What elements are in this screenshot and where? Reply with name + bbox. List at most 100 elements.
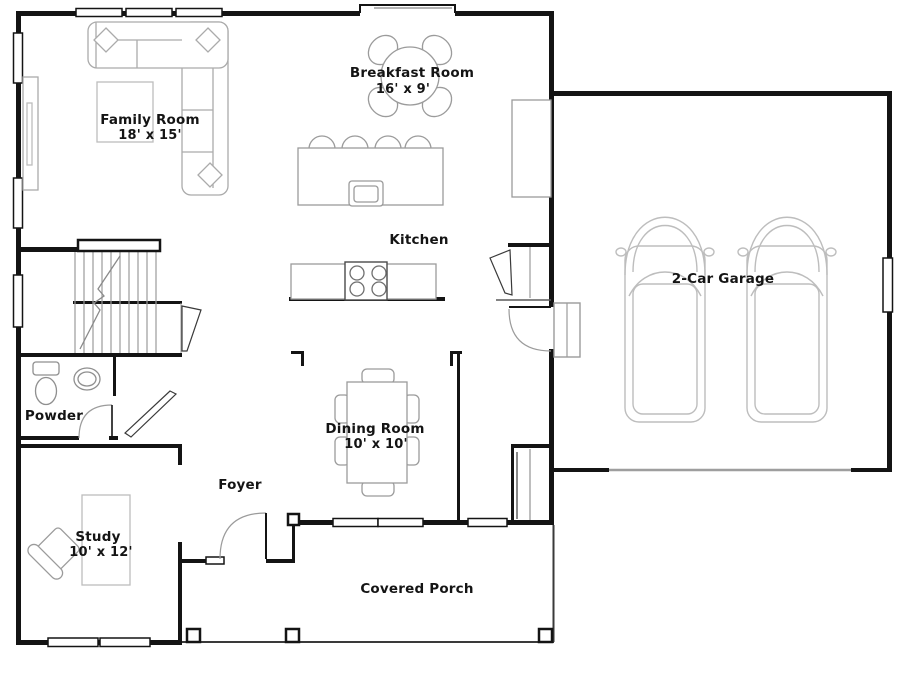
wall-counter xyxy=(511,99,552,198)
wall-segment xyxy=(178,542,182,645)
porch-post xyxy=(537,627,554,644)
wall-segment xyxy=(16,436,79,440)
window xyxy=(377,517,424,528)
car-hood-inner xyxy=(754,224,820,273)
sectional-lines xyxy=(95,22,214,188)
windows xyxy=(12,7,894,648)
burner xyxy=(371,281,387,297)
armchair-back xyxy=(27,543,64,580)
labels: Family Room 18' x 15' Breakfast Room 16'… xyxy=(25,65,774,597)
kitchen-fixtures xyxy=(290,99,552,301)
rug xyxy=(96,81,154,143)
pantry xyxy=(489,247,551,301)
pillow xyxy=(93,27,119,53)
staircase xyxy=(74,238,202,353)
burner xyxy=(371,265,387,281)
garage-entry-door xyxy=(508,306,552,352)
window xyxy=(12,177,24,229)
car-cabin xyxy=(754,283,820,415)
wall-segment xyxy=(851,468,892,472)
stool xyxy=(404,135,432,150)
wall-corner-stub xyxy=(450,351,462,354)
car-body xyxy=(746,245,828,423)
stair-rail xyxy=(76,238,162,253)
room-label-breakfast: Breakfast Room xyxy=(350,65,474,81)
wall-segment xyxy=(549,349,554,525)
wall-segment xyxy=(511,444,514,525)
room-label-powder: Powder xyxy=(25,408,83,424)
window xyxy=(99,637,151,648)
family-room-furniture xyxy=(22,21,229,196)
stool xyxy=(374,135,402,150)
room-dims-study: 10' x 12' xyxy=(69,545,132,560)
wall-segment xyxy=(457,353,460,523)
burner xyxy=(349,265,365,281)
wall-segment xyxy=(73,301,182,304)
porch-post xyxy=(185,627,202,644)
room-dims-family: 18' x 15' xyxy=(118,128,181,143)
wall-segment xyxy=(109,436,118,440)
burner xyxy=(349,281,365,297)
breakfast-bay xyxy=(359,4,456,13)
window xyxy=(125,7,173,18)
room-label-dining: Dining Room xyxy=(325,421,424,437)
armchair xyxy=(27,527,80,580)
island-sink-basin xyxy=(353,185,379,203)
dining-table xyxy=(346,381,408,484)
wall-segment xyxy=(292,523,295,563)
wall-segment xyxy=(511,444,554,448)
car xyxy=(737,216,837,423)
room-label-porch: Covered Porch xyxy=(360,581,473,597)
dining-set xyxy=(334,368,420,497)
tv xyxy=(26,102,33,166)
breakfast-table xyxy=(380,46,440,106)
room-dims-dining: 10' x 10' xyxy=(344,437,407,452)
window xyxy=(75,7,123,18)
wall-segment xyxy=(16,353,182,357)
car-mirror xyxy=(737,247,749,257)
window xyxy=(47,637,99,648)
wall-segment xyxy=(16,11,21,645)
front-door-threshold xyxy=(205,556,225,565)
bay-wall xyxy=(359,4,456,13)
wall-segment xyxy=(16,444,182,448)
room-dims-breakfast: 16' x 9' xyxy=(376,82,430,97)
front-door xyxy=(219,512,267,560)
room-label-garage: 2-Car Garage xyxy=(672,271,775,287)
breakfast-set xyxy=(367,34,453,118)
toilet-tank xyxy=(32,361,60,376)
desk xyxy=(81,494,131,586)
window xyxy=(332,517,379,528)
wall-corner-stub xyxy=(301,351,304,366)
room-label-foyer: Foyer xyxy=(218,477,262,493)
room-label-study: Study xyxy=(75,529,120,545)
wall-segment xyxy=(16,247,77,252)
front-door-arc xyxy=(219,512,267,560)
covered-porch xyxy=(182,512,555,644)
foyer-closet-door xyxy=(124,390,178,438)
window xyxy=(882,257,894,313)
pantry-door xyxy=(489,249,513,296)
room-label-family: Family Room xyxy=(100,112,200,128)
window xyxy=(12,274,24,328)
wall-segment xyxy=(549,91,892,96)
pillow xyxy=(197,162,223,188)
car-cabin xyxy=(632,283,698,415)
window xyxy=(467,517,508,528)
sectional-top-arm xyxy=(87,21,229,69)
car-mirror xyxy=(703,247,715,257)
porch-post xyxy=(286,512,301,527)
wall-segment xyxy=(549,468,609,472)
stair-hall-door xyxy=(181,305,202,352)
window xyxy=(12,32,24,84)
stair-direction-line xyxy=(79,255,121,350)
wall-segment xyxy=(113,353,116,396)
wall-segment xyxy=(455,11,554,16)
study-furniture xyxy=(27,494,131,586)
wall-segment xyxy=(180,559,208,563)
toilet-bowl xyxy=(34,376,58,406)
car-hood xyxy=(624,216,706,276)
stair-treads xyxy=(83,252,157,353)
wall-corner-stub xyxy=(291,351,304,354)
